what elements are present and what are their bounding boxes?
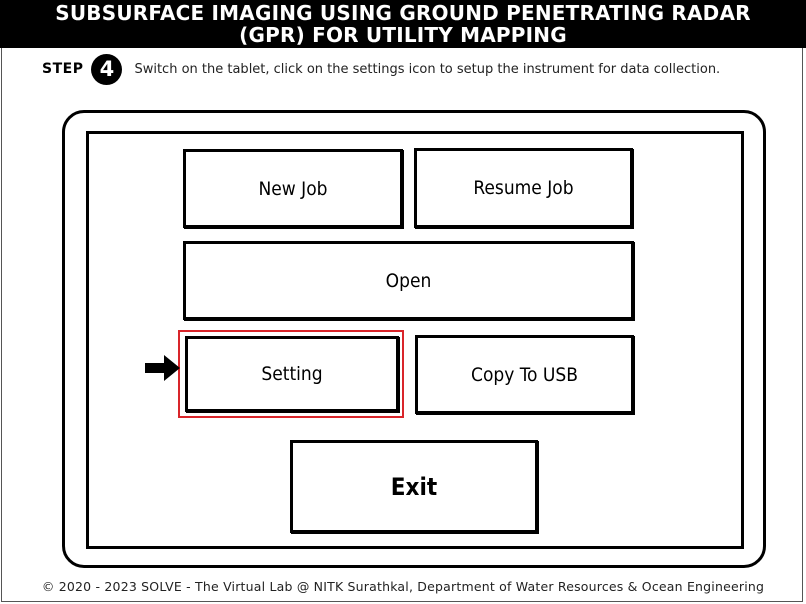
step-instruction-row: STEP 4 Switch on the tablet, click on th…	[42, 53, 721, 85]
open-button[interactable]: Open	[183, 241, 634, 320]
page-title-line-1: SUBSURFACE IMAGING USING GROUND PENETRAT…	[55, 1, 751, 25]
resume-job-button[interactable]: Resume Job	[414, 148, 633, 228]
page-header: SUBSURFACE IMAGING USING GROUND PENETRAT…	[0, 0, 806, 48]
tablet-screen	[86, 131, 744, 549]
setting-button[interactable]: Setting	[185, 336, 399, 412]
right-arrow-icon	[145, 355, 180, 381]
new-job-button[interactable]: New Job	[183, 149, 403, 228]
tablet-bezel	[62, 110, 766, 568]
step-number-badge: 4	[91, 53, 123, 85]
step-instruction-text: Switch on the tablet, click on the setti…	[134, 61, 721, 77]
step-label: STEP	[42, 61, 84, 77]
setting-highlight-box	[178, 330, 404, 418]
exit-button[interactable]: Exit	[290, 440, 538, 533]
copy-to-usb-button[interactable]: Copy To USB	[415, 335, 634, 414]
page-title-line-2: (GPR) FOR UTILITY MAPPING	[239, 23, 567, 47]
footer-copyright: © 2020 - 2023 SOLVE - The Virtual Lab @ …	[41, 579, 765, 594]
